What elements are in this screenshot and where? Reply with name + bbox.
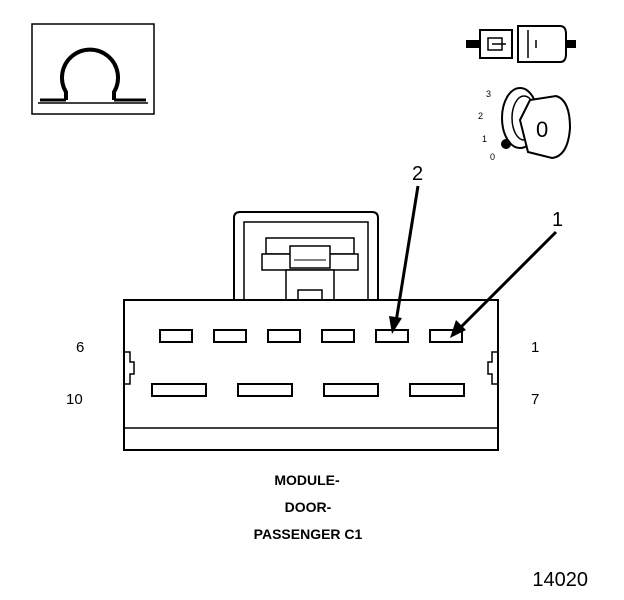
terminal-9 xyxy=(237,383,293,397)
caption-line-2: DOOR- xyxy=(285,499,332,515)
terminal-7 xyxy=(409,383,465,397)
connector-icon xyxy=(466,25,576,63)
terminal-8 xyxy=(323,383,379,397)
callout-arrow-1 xyxy=(450,230,558,338)
callout-label-2: 2 xyxy=(412,163,423,185)
caption-line-3: PASSENGER C1 xyxy=(254,526,363,542)
callout-arrow-2 xyxy=(389,185,420,334)
terminal-5 xyxy=(213,329,247,343)
ignition-position-0: 0 xyxy=(490,152,495,162)
callout-label-1: 1 xyxy=(552,209,563,231)
pin-label-top-right: 1 xyxy=(531,339,539,356)
terminal-4 xyxy=(267,329,301,343)
ignition-position-3: 3 xyxy=(486,89,491,99)
pin-label-top-left: 6 xyxy=(76,339,84,356)
pin-label-bottom-right: 7 xyxy=(531,391,539,408)
terminal-10 xyxy=(151,383,207,397)
ohm-symbol-icon xyxy=(31,23,155,115)
pin-label-bottom-left: 10 xyxy=(66,391,83,408)
caption-line-1: MODULE- xyxy=(274,472,340,488)
terminal-6 xyxy=(159,329,193,343)
ignition-position-2: 2 xyxy=(478,111,483,121)
figure-number: 14020 xyxy=(532,569,588,591)
ignition-position-1: 1 xyxy=(482,134,487,144)
terminal-row-bottom xyxy=(151,383,465,397)
terminal-row-top xyxy=(159,329,463,343)
ignition-key-icon: 3 2 1 0 0 xyxy=(478,87,572,162)
ignition-key-label: 0 xyxy=(536,117,548,142)
terminal-3 xyxy=(321,329,355,343)
connector-body xyxy=(123,211,499,451)
